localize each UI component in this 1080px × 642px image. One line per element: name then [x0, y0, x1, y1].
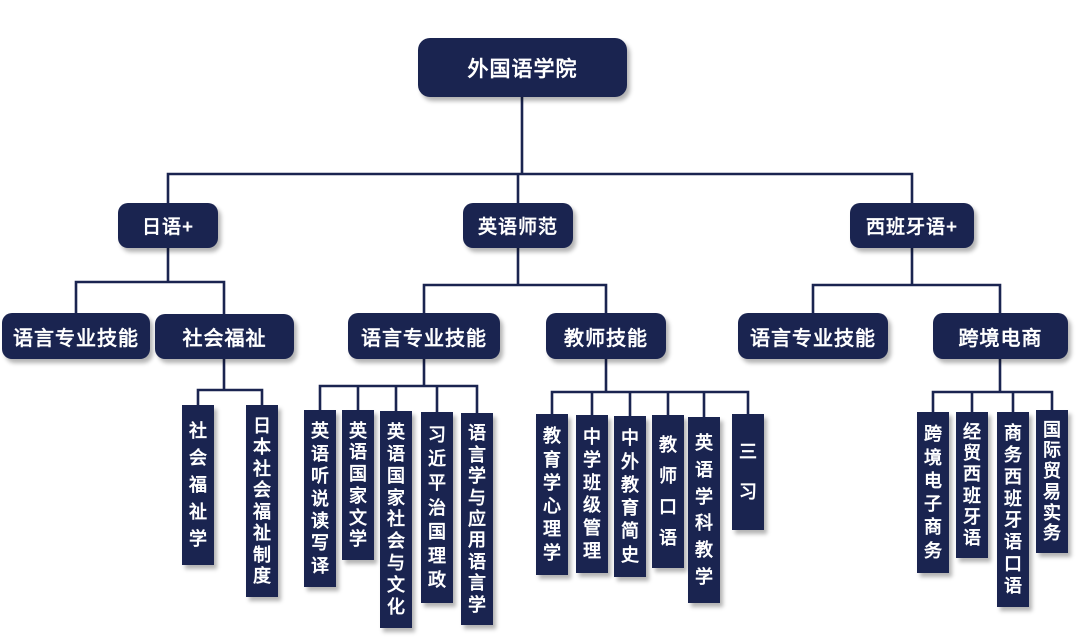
branch-node-japanese-plus: 日语+ — [118, 203, 218, 248]
course-node-english-countries-society-culture: 英语国家社会与文化 — [380, 411, 412, 628]
course-node-linguistics-applied-linguistics: 语言学与应用语言学 — [461, 413, 493, 625]
course-node-english-listening-speaking-reading-writing-translation: 英语听说读写译 — [304, 410, 336, 587]
group-node-jp-language-skills: 语言专业技能 — [2, 313, 150, 359]
group-node-es-language-skills: 语言专业技能 — [738, 313, 888, 359]
branch-node-english-teacher-training: 英语师范 — [463, 203, 573, 248]
group-node-social-welfare: 社会福祉 — [155, 314, 294, 359]
course-node-english-subject-teaching: 英语学科教学 — [688, 417, 720, 603]
course-node-international-trade-practice: 国际贸易实务 — [1036, 410, 1068, 553]
course-node-english-countries-literature: 英语国家文学 — [342, 410, 374, 560]
course-node-teacher-spoken-language: 教师口语 — [652, 415, 684, 568]
tree-edge-path — [74, 95, 1054, 419]
course-node-social-welfare-studies: 社会福祉学 — [182, 405, 214, 565]
root-node-foreign-languages-college: 外国语学院 — [418, 38, 627, 97]
course-node-business-trade-spanish: 经贸西班牙语 — [956, 412, 988, 558]
course-node-three-practicums: 三习 — [732, 414, 764, 530]
course-node-xi-jinping-governance: 习近平治国理政 — [421, 412, 453, 603]
branch-node-spanish-plus: 西班牙语+ — [850, 203, 974, 248]
group-node-teacher-skills: 教师技能 — [546, 313, 666, 359]
course-node-business-spanish-speaking: 商务西班牙语口语 — [997, 412, 1029, 607]
course-node-japan-social-welfare-system: 日本社会福祉制度 — [246, 405, 278, 597]
course-node-middle-school-class-management: 中学班级管理 — [576, 415, 608, 573]
course-node-cross-border-ecommerce: 跨境电子商务 — [917, 412, 949, 573]
course-node-pedagogy-psychology: 教育学心理学 — [536, 414, 568, 575]
course-node-history-of-chinese-foreign-education: 中外教育简史 — [614, 416, 646, 577]
group-node-en-language-skills: 语言专业技能 — [348, 313, 500, 359]
group-node-cross-border-ecommerce: 跨境电商 — [933, 313, 1068, 359]
